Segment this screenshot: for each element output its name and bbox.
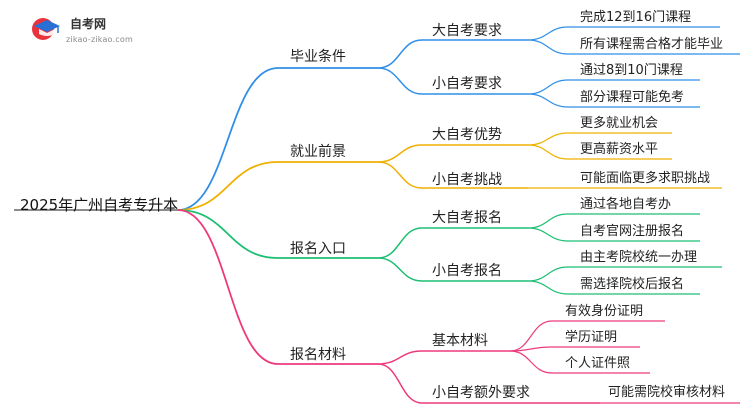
logo-name: 自考网: [70, 17, 107, 31]
node-big-requirement: 大自考要求: [432, 23, 502, 39]
connector-line: [527, 144, 569, 160]
leaf-text: 部分课程可能免考: [580, 90, 685, 105]
leaf-text: 通过各地自考办: [580, 197, 672, 212]
leaf-text: 所有课程需合格才能毕业: [580, 37, 724, 52]
leaf-text: 有效身份证明: [565, 304, 644, 319]
connector-line: [177, 67, 279, 211]
node-basic-materials: 基本材料: [432, 333, 488, 349]
leaf-text: 可能需院校审核材料: [608, 385, 726, 400]
connector-line: [527, 266, 569, 282]
leaf-text: 更高薪资水平: [580, 142, 659, 157]
connector-line: [377, 363, 423, 404]
branch-materials: 报名材料: [290, 347, 346, 363]
connector-line: [377, 67, 423, 95]
leaf-text: 需选择院校后报名: [580, 277, 685, 292]
connector-line: [177, 161, 279, 211]
connector-line: [377, 144, 423, 163]
graduation-cap-icon: [32, 18, 60, 40]
connector-line: [527, 93, 569, 108]
connector-line: [527, 39, 569, 55]
connector-line: [527, 213, 569, 229]
logo-url: zikao-zikao.com: [66, 35, 133, 44]
connector-line: [377, 257, 423, 282]
leaf-text: 由主考院校统一办理: [580, 250, 698, 265]
root-node: 2025年广州自考专升本: [20, 196, 179, 214]
leaf-text: 完成12到16门课程: [580, 10, 692, 25]
connector-line: [177, 209, 279, 259]
leaf-text: 更多就业机会: [580, 116, 659, 131]
node-small-challenge: 小自考挑战: [432, 172, 502, 188]
connector-line: [527, 26, 569, 41]
node-small-requirement: 小自考要求: [432, 76, 502, 92]
connector-line: [377, 227, 423, 259]
connector-line: [509, 346, 553, 352]
leaf-text: 自考官网注册报名: [580, 224, 685, 239]
branch-graduation: 毕业条件: [290, 49, 346, 65]
connector-line: [509, 350, 553, 374]
connector-line: [527, 132, 569, 146]
node-big-registration: 大自考报名: [432, 210, 502, 226]
connector-line: [527, 79, 569, 95]
node-big-advantage: 大自考优势: [432, 127, 502, 143]
branch-registration: 报名入口: [290, 241, 346, 257]
node-extra-requirement: 小自考额外要求: [432, 385, 530, 401]
branch-employment: 就业前景: [290, 144, 346, 160]
leaf-text: 学历证明: [565, 330, 618, 345]
connector-line: [377, 350, 423, 365]
node-small-registration: 小自考报名: [432, 263, 502, 279]
connector-line: [527, 280, 569, 295]
connector-line: [177, 209, 279, 365]
leaf-text: 通过8到10门课程: [580, 63, 683, 78]
connector-line: [527, 227, 569, 242]
connector-line: [509, 320, 553, 352]
connector-line: [377, 161, 423, 189]
leaf-text: 可能面临更多求职挑战: [580, 171, 711, 186]
leaf-text: 个人证件照: [565, 356, 631, 371]
connector-line: [377, 39, 423, 69]
